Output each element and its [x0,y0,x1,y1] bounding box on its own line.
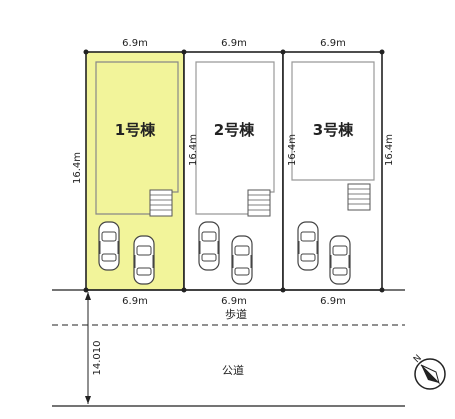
lot-3-width-top: 6.9m [320,38,346,49]
lot-3-depth-right: 16.4m [384,134,395,166]
lot-2-width-top: 6.9m [221,38,247,49]
road-width-label: 14.010 [92,341,103,376]
road-width-dimension [85,292,91,404]
road-label: 公道 [222,363,244,377]
house-2 [195,61,275,217]
lot-1-width-top: 6.9m [122,38,148,49]
lot-3-width-bottom: 6.9m [320,296,346,307]
lot-2-depth: 16.4m [188,134,199,166]
boundary-markers [83,49,385,293]
lot-1-depth: 16.4m [72,152,83,184]
lot-2-label: 2号棟 [214,121,255,139]
house-1 [95,61,179,217]
lot-1-label: 1号棟 [115,121,156,139]
sidewalk-label: 歩道 [225,307,247,321]
north-arrow-icon: N [412,353,446,390]
lot-3-label: 3号棟 [313,121,354,139]
svg-text:N: N [412,353,424,365]
lot-1-width-bottom: 6.9m [122,296,148,307]
lot-2-width-bottom: 6.9m [221,296,247,307]
lot-3-depth: 16.4m [287,134,298,166]
house-3 [291,61,375,211]
